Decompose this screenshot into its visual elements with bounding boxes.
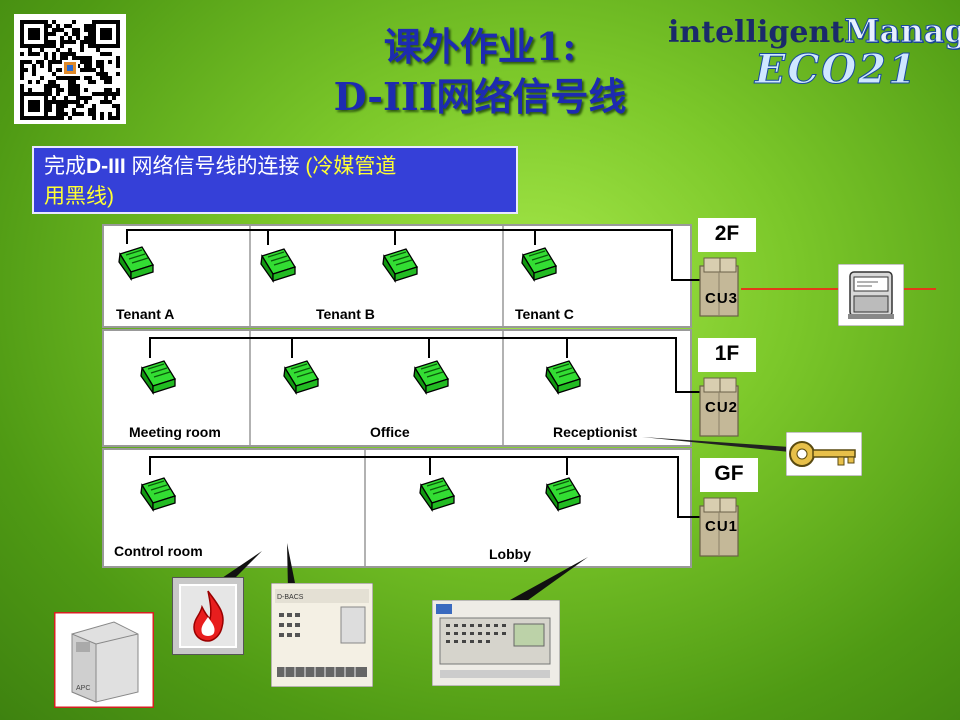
room-label-control-room: Control room xyxy=(114,543,203,559)
instruction-bold: D-III xyxy=(86,155,126,178)
instruction-pre: 完成 xyxy=(44,155,86,178)
title-line-1: 课外作业1: xyxy=(383,24,577,69)
svg-text:APC: APC xyxy=(76,685,90,692)
outdoor-unit-label-cu2: CU2 xyxy=(705,399,739,416)
logo-text-manager: Manager xyxy=(844,12,960,51)
floor-gf-panel xyxy=(102,448,692,568)
instruction-highlight-1: (冷媒管道 xyxy=(305,155,397,178)
room-label-lobby: Lobby xyxy=(489,546,531,562)
brand-logo: intelligentManager xyxy=(668,12,960,52)
outdoor-unit-label-cu1: CU1 xyxy=(705,518,739,535)
room-label-office: Office xyxy=(370,424,410,440)
room-label-meeting-room: Meeting room xyxy=(129,424,221,440)
room-label-receptionist: Receptionist xyxy=(553,424,638,440)
logo-text-intelligent: intelligent xyxy=(668,15,845,50)
room-label-tenant-c: Tenant C xyxy=(515,306,574,322)
outdoor-unit-label-cu3: CU3 xyxy=(705,290,739,307)
instruction-mid: 网络信号线的连接 xyxy=(125,155,306,178)
qr-code-icon xyxy=(14,14,126,124)
ups-icon: APC xyxy=(54,612,154,708)
controller-board-icon: D-BACS xyxy=(271,583,373,687)
refrigerant-piping xyxy=(126,229,700,518)
logo-eco21: ECO21 xyxy=(755,46,918,94)
room-label-tenant-a: Tenant A xyxy=(116,306,175,322)
svg-text:D-BACS: D-BACS xyxy=(277,594,304,601)
fire-alarm-icon xyxy=(172,577,244,655)
central-panel-icon xyxy=(432,600,560,686)
instruction-box: 完成D-III 网络信号线的连接 (冷媒管道用黑线) xyxy=(32,146,518,214)
floor-1f-panel xyxy=(102,329,692,447)
outdoor-unit-icon xyxy=(699,257,739,317)
page-title: 课外作业1: D-III网络信号线 xyxy=(260,22,700,122)
title-line-2: D-III网络信号线 xyxy=(333,74,627,119)
floor-label-1f: 1F xyxy=(698,338,756,372)
floor-label-gf: GF xyxy=(700,458,758,492)
pc-terminal-icon xyxy=(838,264,904,326)
floor-label-2f: 2F xyxy=(698,218,756,252)
room-label-tenant-b: Tenant B xyxy=(316,306,375,322)
instruction-highlight-2: 用黑线) xyxy=(44,185,114,208)
key-icon xyxy=(786,432,862,476)
